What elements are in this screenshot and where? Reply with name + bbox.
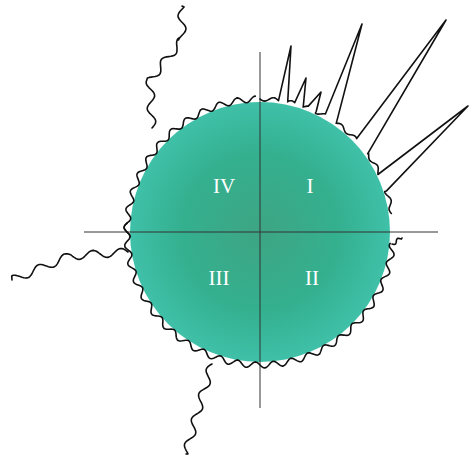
tendril (184, 364, 212, 454)
tendril (392, 238, 402, 245)
tendril (12, 249, 128, 281)
quadrant-label: II (305, 268, 319, 289)
membrane-spikes (260, 20, 468, 214)
membrane-edge (124, 223, 237, 365)
membrane-edge (124, 96, 255, 236)
quadrant-label: I (307, 176, 314, 197)
horizontal-axis (84, 232, 438, 233)
quadrant-label: IV (213, 176, 235, 197)
tendril (146, 6, 186, 128)
membrane-outline (12, 6, 468, 454)
membrane-edge (237, 243, 394, 368)
vertical-axis (260, 52, 261, 408)
quadrant-label: III (209, 268, 230, 289)
